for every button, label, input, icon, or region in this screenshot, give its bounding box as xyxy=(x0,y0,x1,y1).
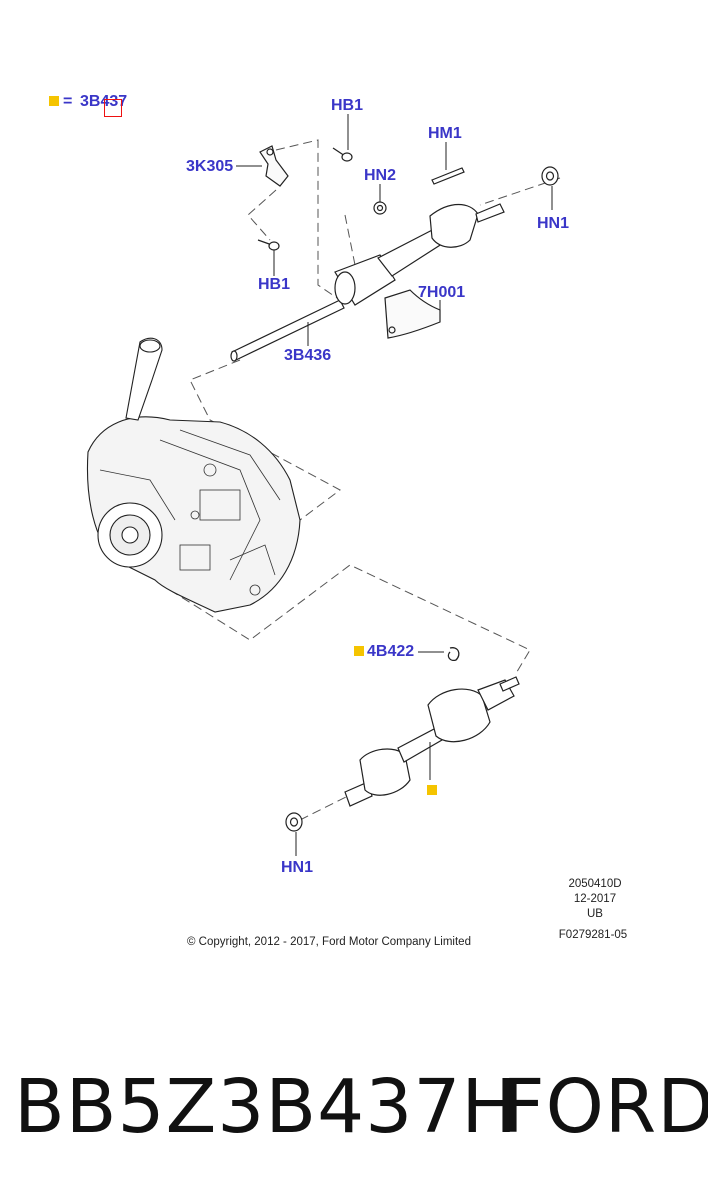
callout-7h001[interactable]: 7H001 xyxy=(418,284,466,301)
legend-part-label[interactable]: 3B437 xyxy=(80,93,128,110)
exploded-parts-diagram xyxy=(86,114,561,856)
bolt-hb1-top-part xyxy=(332,147,353,162)
assembly-line-hb1 xyxy=(247,189,277,241)
callout-hn1-bottom[interactable]: HN1 xyxy=(281,859,314,876)
assembly-line-lower xyxy=(169,564,531,676)
bracket-3k305-part xyxy=(259,145,289,187)
selection-highlight xyxy=(104,99,122,117)
part-number: BB5Z3B437H xyxy=(14,1064,519,1150)
legend-marker xyxy=(49,96,59,106)
callout-3b437-marker[interactable] xyxy=(427,785,437,795)
legend-equals: = xyxy=(63,93,73,110)
callout-hb1-mid[interactable]: HB1 xyxy=(258,276,291,293)
brand-name: FORD xyxy=(502,1064,708,1150)
callout-hm1[interactable]: HM1 xyxy=(428,125,462,142)
nut-hn1-bottom-part xyxy=(285,812,303,832)
figure-number: F0279281-05 xyxy=(558,929,628,941)
revision-date: 12-2017 xyxy=(573,893,617,905)
callout-4b422-marker xyxy=(354,646,364,656)
callout-3k305[interactable]: 3K305 xyxy=(186,158,234,175)
region-code: UB xyxy=(587,908,603,920)
nut-hn1-top-part xyxy=(541,166,559,186)
nut-hn2-part xyxy=(373,201,387,215)
callout-hn2[interactable]: HN2 xyxy=(364,167,397,184)
stud-hm1-part xyxy=(431,167,465,185)
half-shaft-3b437-part xyxy=(344,676,520,807)
copyright-text: © Copyright, 2012 - 2017, Ford Motor Com… xyxy=(187,936,471,948)
circlip-4b422-part xyxy=(447,647,460,662)
assembly-line-upper xyxy=(275,139,341,301)
callout-hn1-top[interactable]: HN1 xyxy=(537,215,570,232)
bolt-hb1-mid-part xyxy=(257,239,280,251)
assembly-line-hn1 xyxy=(299,794,351,821)
transmission-assembly xyxy=(86,337,301,613)
callout-3b436[interactable]: 3B436 xyxy=(284,347,332,364)
assembly-line-trans xyxy=(189,359,341,521)
callout-4b422[interactable]: 4B422 xyxy=(367,643,415,660)
callout-hb1-top[interactable]: HB1 xyxy=(331,97,364,114)
intermediate-shaft-3b436-part xyxy=(230,203,505,362)
revision-code: 2050410D xyxy=(568,878,622,890)
